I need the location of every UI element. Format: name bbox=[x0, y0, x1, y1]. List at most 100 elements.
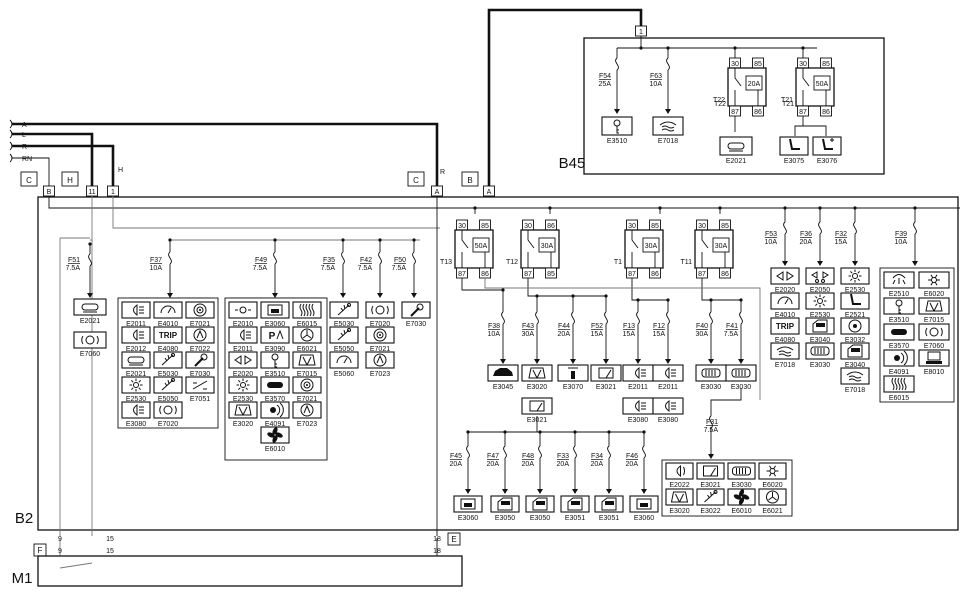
component-code: E2021 bbox=[726, 158, 746, 165]
component-code: E2010 bbox=[233, 321, 253, 328]
fuse-amp: 20A bbox=[626, 461, 639, 468]
connector-h-left bbox=[61, 171, 79, 187]
fuse-amp: 20A bbox=[487, 461, 500, 468]
component-code: E2011 bbox=[233, 346, 253, 353]
indicator-icon bbox=[234, 355, 252, 365]
fuse-symbol bbox=[818, 221, 822, 235]
heated-window-icon bbox=[659, 121, 677, 132]
fuse-id: F32 bbox=[835, 231, 847, 238]
component-box bbox=[260, 426, 290, 444]
component-box bbox=[121, 351, 151, 369]
relay-rating: 30A bbox=[715, 243, 728, 250]
car-icon bbox=[493, 368, 513, 376]
phone-icon bbox=[267, 382, 283, 388]
fuse-id: F33 bbox=[557, 453, 569, 460]
component-box bbox=[73, 331, 107, 349]
component-E3045: E3045 bbox=[487, 364, 519, 391]
component-E3051: E3051 bbox=[594, 495, 624, 522]
wiper-icon bbox=[925, 300, 943, 312]
component-E2521: E2521 bbox=[840, 292, 870, 319]
arrow-head bbox=[534, 359, 540, 364]
component-code: E7021 bbox=[190, 321, 210, 328]
component-box bbox=[805, 292, 835, 310]
arrow-head bbox=[377, 293, 383, 298]
fuse-amp: 20A bbox=[557, 461, 570, 468]
relay-switch bbox=[701, 230, 709, 249]
component-code: E4091 bbox=[265, 421, 285, 428]
component-E2510: E2510 bbox=[883, 271, 915, 298]
component-box bbox=[805, 342, 835, 360]
fuse-id: F34 bbox=[591, 453, 603, 460]
wire bbox=[484, 278, 761, 400]
component-E7030: E7030 bbox=[401, 301, 431, 328]
module-m1 bbox=[37, 555, 463, 587]
washer-icon bbox=[337, 303, 351, 316]
fuse-id: F45 bbox=[450, 453, 462, 460]
component-E8010: E8010 bbox=[918, 349, 950, 376]
component-E7018: E7018 bbox=[652, 116, 684, 145]
arrow-head bbox=[465, 489, 471, 494]
component-box bbox=[770, 267, 800, 285]
headlamp-icon bbox=[133, 304, 144, 316]
washer-icon bbox=[704, 490, 718, 503]
component-E5050: E5050 bbox=[153, 376, 183, 403]
component-E3076: E3076 bbox=[812, 136, 842, 165]
stop-icon bbox=[81, 303, 99, 313]
door-icon bbox=[847, 344, 863, 358]
component-code: E3021 bbox=[700, 482, 720, 489]
component-E3080: E3080 bbox=[652, 397, 684, 424]
component-code: E7021 bbox=[297, 396, 317, 403]
component-code: E6020 bbox=[762, 482, 782, 489]
arrow-head bbox=[272, 293, 278, 298]
fuse-id: F42 bbox=[360, 257, 372, 264]
component-E3020: E3020 bbox=[665, 488, 694, 515]
component-box bbox=[153, 326, 183, 344]
connector-label: B bbox=[467, 176, 472, 185]
component-box bbox=[73, 298, 107, 316]
door-icon bbox=[532, 497, 548, 511]
fan-icon bbox=[267, 427, 283, 443]
component-code: E2510 bbox=[889, 291, 909, 298]
fuse-amp: 10A bbox=[650, 81, 663, 88]
component-code: E5030 bbox=[158, 371, 178, 378]
fuse-symbol bbox=[636, 311, 640, 325]
wiper-icon bbox=[298, 354, 316, 366]
relay-coil bbox=[642, 237, 660, 253]
feed-wire-a bbox=[12, 122, 439, 186]
connector-pin-label: 85 bbox=[721, 223, 729, 230]
connector-c-left bbox=[20, 171, 38, 187]
wire bbox=[59, 562, 93, 569]
fan-control-icon bbox=[300, 328, 314, 342]
component-code: E3020 bbox=[669, 508, 689, 515]
component-box bbox=[590, 364, 622, 382]
component-code: E3022 bbox=[700, 508, 720, 515]
component-E5050: E5050 bbox=[329, 326, 359, 353]
component-code: E5030 bbox=[334, 321, 354, 328]
component-E2021: E2021 bbox=[719, 136, 753, 165]
component-box bbox=[812, 136, 842, 156]
fuse-id: F48 bbox=[522, 453, 534, 460]
arrow-head bbox=[500, 359, 506, 364]
rear-wiper-icon bbox=[703, 465, 718, 477]
component-code: E3080 bbox=[658, 417, 678, 424]
fuse-symbol bbox=[853, 221, 857, 235]
fuse-amp: 20A bbox=[591, 461, 604, 468]
component-code: E7018 bbox=[658, 138, 678, 145]
component-box bbox=[153, 401, 183, 419]
component-E3040: E3040 bbox=[840, 342, 870, 369]
fuse-id: F52 bbox=[591, 323, 603, 330]
fuse-amp: 15A bbox=[835, 239, 848, 246]
connector-pin-label: 87 bbox=[628, 271, 636, 278]
component-E4010: E4010 bbox=[153, 301, 183, 328]
module-m1-label: M1 bbox=[12, 570, 33, 587]
component-E6021: E6021 bbox=[292, 326, 322, 353]
component-code: E6010 bbox=[731, 508, 751, 515]
key-icon bbox=[271, 353, 279, 368]
sun-icon bbox=[848, 269, 862, 283]
component-code: E3510 bbox=[889, 317, 909, 324]
component-box bbox=[228, 401, 258, 419]
connector-label: F bbox=[38, 546, 43, 555]
junction-dot bbox=[718, 206, 722, 210]
component-box bbox=[918, 323, 950, 341]
component-code: E3060 bbox=[634, 515, 654, 522]
